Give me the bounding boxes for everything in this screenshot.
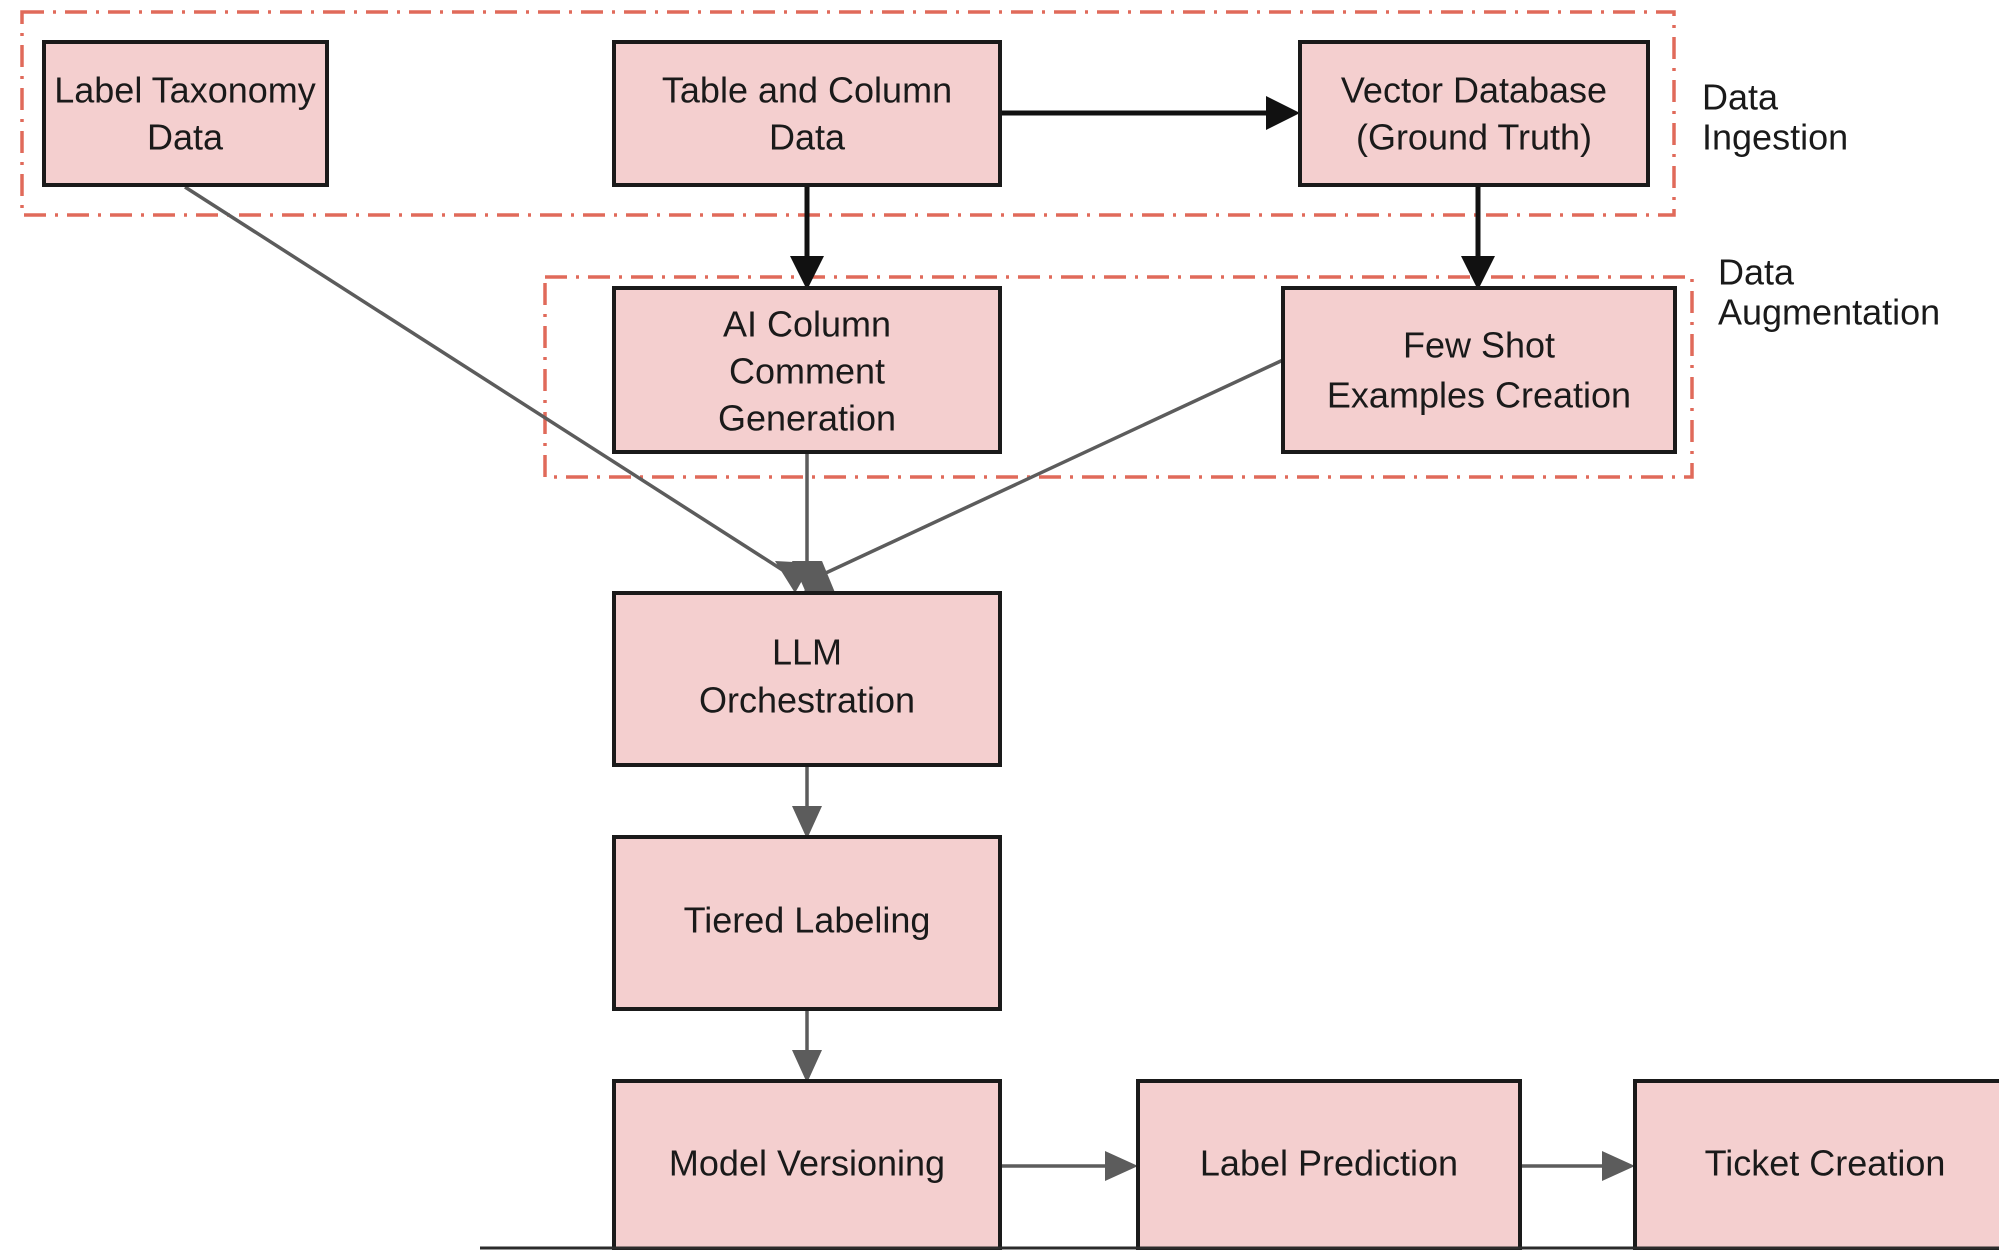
group-label-data-ingestion-line2: Ingestion (1702, 117, 1848, 158)
node-ticket-creation[interactable]: Ticket Creation (1633, 1079, 1999, 1250)
node-tiered-labeling-rect[interactable] (612, 835, 1002, 1011)
edge-llm-to-tiered (792, 765, 822, 839)
group-data-ingestion-border (20, 10, 1676, 217)
edge-vector-to-few-shot (1461, 185, 1495, 290)
node-vector-database-rect[interactable] (1298, 40, 1650, 187)
node-model-versioning-rect[interactable] (612, 1079, 1002, 1250)
node-model-versioning[interactable]: Model Versioning (612, 1079, 1002, 1250)
node-ai-column-comment-generation-line3: Generation (718, 398, 896, 439)
node-vector-database[interactable]: Vector Database (Ground Truth) (1298, 40, 1650, 187)
node-label-taxonomy-data-line2: Data (147, 117, 224, 158)
node-label-taxonomy-data-rect[interactable] (42, 40, 329, 187)
node-vector-database-line1: Vector Database (1341, 70, 1607, 111)
node-table-and-column-data-line2: Data (769, 117, 846, 158)
node-vector-database-line2: (Ground Truth) (1356, 117, 1592, 158)
node-ticket-creation-rect[interactable] (1633, 1079, 1999, 1250)
node-ai-column-comment-generation-rect[interactable] (612, 286, 1002, 454)
node-table-and-column-data-rect[interactable] (612, 40, 1002, 187)
node-few-shot-examples-creation-rect[interactable] (1281, 286, 1677, 454)
node-llm-orchestration-rect[interactable] (612, 591, 1002, 767)
node-label-taxonomy-data[interactable]: Label Taxonomy Data (42, 40, 329, 187)
edge-ai-column-to-llm (792, 452, 822, 595)
node-llm-orchestration[interactable]: LLM Orchestration (612, 591, 1002, 767)
node-llm-orchestration-line1: LLM (772, 632, 842, 673)
node-tiered-labeling[interactable]: Tiered Labeling (612, 835, 1002, 1011)
node-ai-column-comment-generation-line1: AI Column (723, 304, 891, 345)
node-label-prediction[interactable]: Label Prediction (1136, 1079, 1522, 1250)
edge-model-versioning-to-label-prediction (1000, 1151, 1138, 1181)
group-data-augmentation-border (543, 275, 1694, 479)
node-label-prediction-line1: Label Prediction (1200, 1143, 1458, 1184)
edge-table-to-ai-column (790, 185, 824, 290)
group-label-data-ingestion-line1: Data (1702, 77, 1779, 118)
edge-label-prediction-to-ticket-creation (1520, 1151, 1635, 1181)
edge-table-to-vector (1000, 96, 1300, 130)
group-label-data-augmentation-line1: Data (1718, 252, 1795, 293)
node-tiered-labeling-line1: Tiered Labeling (684, 900, 931, 941)
node-ai-column-comment-generation-line2: Comment (729, 351, 885, 392)
node-ticket-creation-line1: Ticket Creation (1705, 1143, 1946, 1184)
edge-few-shot-to-llm (803, 358, 1284, 595)
edge-tiered-to-model-versioning (792, 1009, 822, 1083)
node-model-versioning-line1: Model Versioning (669, 1143, 945, 1184)
node-llm-orchestration-line2: Orchestration (699, 680, 915, 721)
node-few-shot-examples-creation-line1: Few Shot (1403, 325, 1555, 366)
node-table-and-column-data[interactable]: Table and Column Data (612, 40, 1002, 187)
group-label-data-augmentation-line2: Augmentation (1718, 292, 1940, 333)
node-ai-column-comment-generation[interactable]: AI Column Comment Generation (612, 286, 1002, 454)
node-table-and-column-data-line1: Table and Column (662, 70, 952, 111)
node-label-taxonomy-data-line1: Label Taxonomy (54, 70, 316, 111)
node-label-prediction-rect[interactable] (1136, 1079, 1522, 1250)
node-few-shot-examples-creation-line2: Examples Creation (1327, 375, 1631, 416)
node-few-shot-examples-creation[interactable]: Few Shot Examples Creation (1281, 286, 1677, 454)
